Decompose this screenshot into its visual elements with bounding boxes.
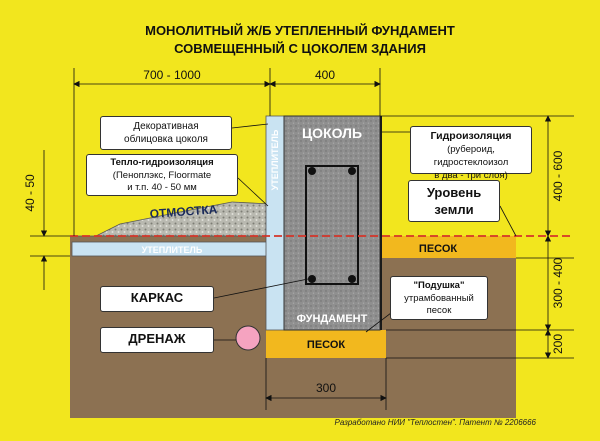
cushion-title: "Подушка" (413, 280, 465, 291)
sand-cushion (266, 330, 386, 358)
rebar-bar (348, 275, 356, 283)
rebar-frame (305, 165, 359, 285)
callout-ground-level: Уровень земли (408, 180, 500, 222)
plinth-label: ЦОКОЛЬ (302, 125, 362, 141)
dim-right-upper: 400 - 600 (551, 150, 565, 201)
insul-line-1: (Пеноплэкс, Floormate (112, 169, 212, 181)
insul-line-2: и т.п. 40 - 50 мм (127, 182, 197, 193)
dim-top-right: 400 (315, 68, 335, 82)
insulation-horizontal-label: УТЕПЛИТЕЛЬ (142, 245, 203, 255)
dim-right-lower: 200 (551, 334, 565, 354)
footer-credit: Разработано НИИ "Теплостен". Патент № 22… (335, 418, 537, 427)
title-line-2: СОВМЕЩЕННЫЙ С ЦОКОЛЕМ ЗДАНИЯ (174, 41, 426, 56)
rebar-bar (308, 167, 316, 175)
drainage-pipe (235, 325, 261, 351)
callout-frame: КАРКАС (100, 286, 214, 312)
sand-right-label: ПЕСОК (419, 243, 457, 255)
ground-line-2: земли (434, 202, 474, 217)
callout-thermal-insulation: Тепло-гидроизоляция (Пеноплэкс, Floormat… (86, 154, 238, 196)
dim-left: 40 - 50 (23, 174, 37, 212)
callout-sand-cushion: "Подушка" утрамбованный песок (390, 276, 488, 320)
callout-decorative-cladding: Декоративная облицовка цоколя (100, 116, 232, 150)
dim-bottom: 300 (316, 381, 336, 395)
insulation-vertical-label: УТЕПЛИТЕЛЬ (270, 129, 280, 190)
sand-bottom-label: ПЕСОК (307, 339, 345, 351)
rebar-bar (308, 275, 316, 283)
waterproof-title: Гидроизоляция (430, 130, 512, 142)
ground-line-1: Уровень (426, 185, 482, 200)
callout-waterproofing: Гидроизоляция (рубероид, гидростеклоизол… (410, 126, 532, 181)
waterproof-line-1: (рубероид, гидростеклоизол (433, 144, 509, 168)
blind-area-label: ОТМОСТКА (149, 202, 218, 221)
waterproof-line-2: в два - три слоя) (434, 170, 508, 181)
foundation-label: ФУНДАМЕНТ (297, 313, 368, 325)
callout-drainage: ДРЕНАЖ (100, 327, 214, 353)
dim-top-left: 700 - 1000 (143, 68, 201, 82)
decor-line-2: облицовка цоколя (124, 134, 208, 145)
cushion-line-2: песок (426, 305, 452, 316)
decor-line-1: Декоративная (133, 121, 199, 132)
title-line-1: МОНОЛИТНЫЙ Ж/Б УТЕПЛЕННЫЙ ФУНДАМЕНТ (145, 23, 455, 38)
dim-right-middle: 300 - 400 (551, 257, 565, 308)
concrete-foundation (283, 115, 381, 331)
insul-title: Тепло-гидроизоляция (110, 157, 214, 168)
cushion-line-1: утрамбованный (404, 292, 474, 304)
sand-layer-right (380, 236, 516, 258)
rebar-bar (348, 167, 356, 175)
